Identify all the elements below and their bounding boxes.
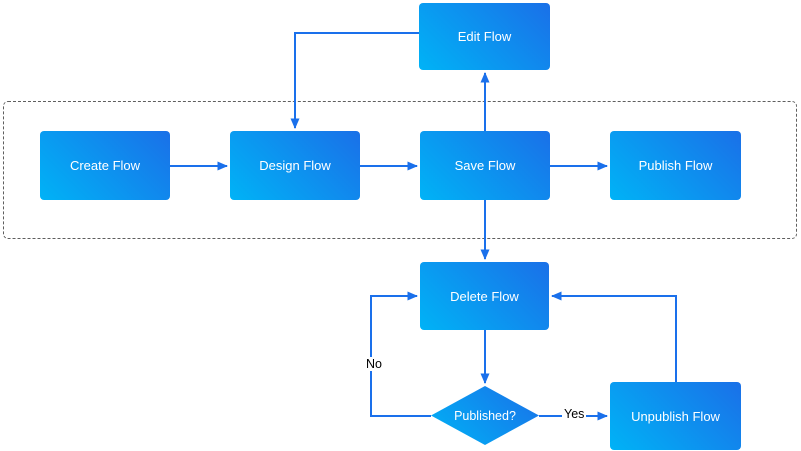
node-unpublish-flow[interactable]: Unpublish Flow bbox=[610, 382, 741, 450]
edge-label-no: No bbox=[364, 357, 384, 371]
node-design-flow-label: Design Flow bbox=[259, 158, 331, 173]
node-published-decision-label: Published? bbox=[454, 408, 516, 423]
node-published-decision[interactable]: Published? bbox=[431, 386, 539, 445]
node-publish-flow[interactable]: Publish Flow bbox=[610, 131, 741, 200]
node-save-flow-label: Save Flow bbox=[454, 158, 516, 173]
node-unpublish-flow-label: Unpublish Flow bbox=[631, 408, 720, 424]
node-edit-flow-label: Edit Flow bbox=[457, 29, 512, 44]
node-delete-flow[interactable]: Delete Flow bbox=[420, 262, 549, 330]
node-publish-flow-label: Publish Flow bbox=[638, 158, 713, 173]
node-edit-flow[interactable]: Edit Flow bbox=[419, 3, 550, 70]
edge-label-yes: Yes bbox=[562, 407, 587, 421]
node-design-flow[interactable]: Design Flow bbox=[230, 131, 360, 200]
node-create-flow-label: Create Flow bbox=[69, 158, 141, 173]
node-delete-flow-label: Delete Flow bbox=[450, 288, 519, 304]
node-create-flow[interactable]: Create Flow bbox=[40, 131, 170, 200]
edge-unpublish-to-delete bbox=[551, 291, 677, 382]
node-save-flow[interactable]: Save Flow bbox=[420, 131, 550, 200]
